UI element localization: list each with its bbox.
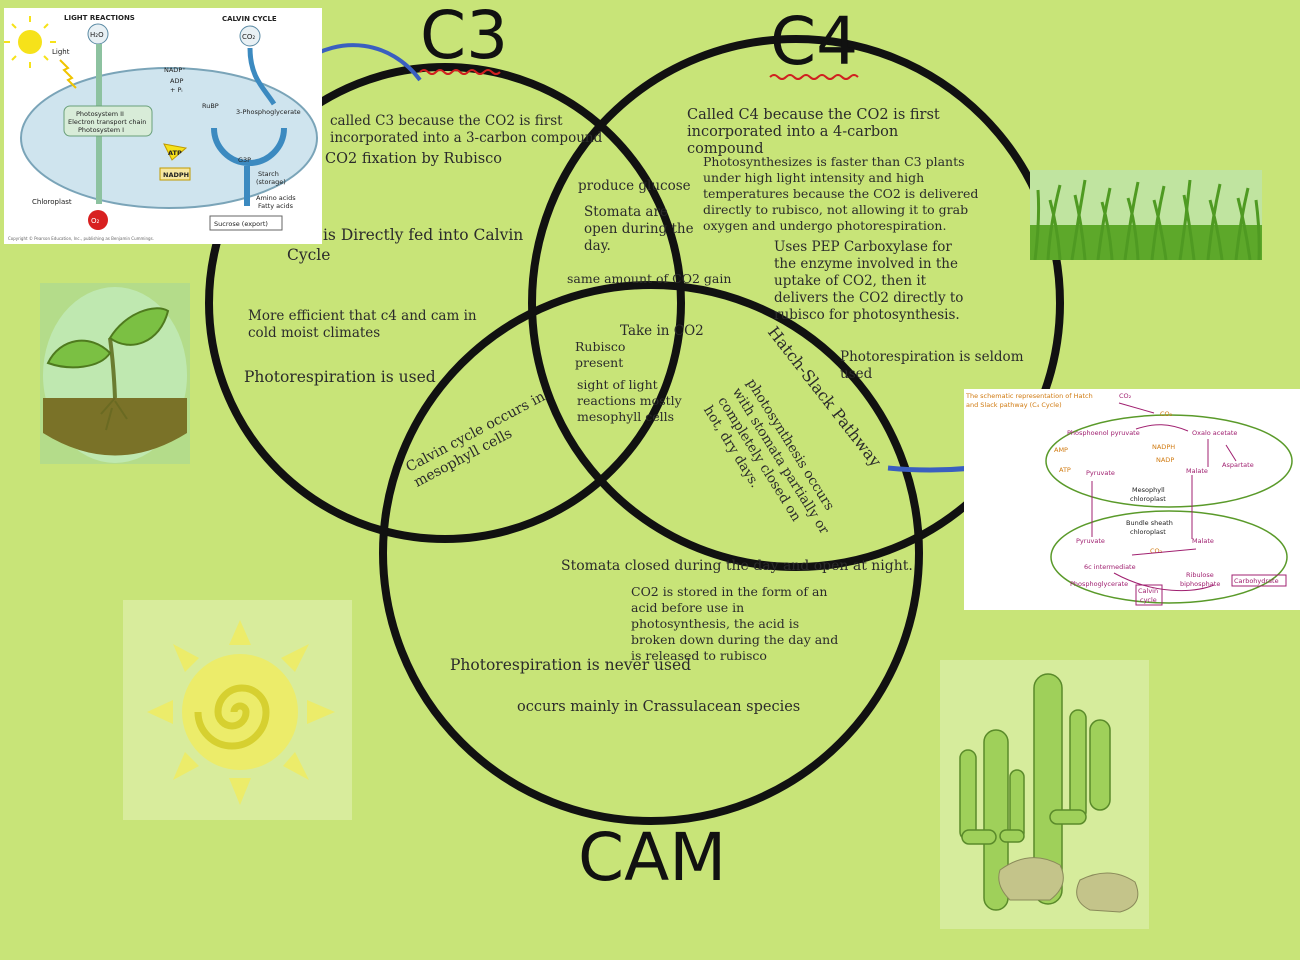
- leaf-right-icon: [108, 307, 170, 346]
- rock-left: [998, 857, 1064, 901]
- svg-text:NADPH: NADPH: [163, 171, 189, 179]
- c3c4-note-co2gain: same amount of CO2 gain: [567, 271, 732, 286]
- title-cam: CAM: [578, 819, 727, 896]
- c3-note-efficient: More efficient that c4 and cam in cold m…: [248, 308, 477, 341]
- svg-text:Malate: Malate: [1192, 537, 1214, 545]
- cactus-image: [940, 660, 1149, 929]
- svg-text:Bundle sheath: Bundle sheath: [1126, 519, 1173, 527]
- svg-text:Aspartate: Aspartate: [1222, 461, 1254, 469]
- cam-note-stomata: Stomata closed during the day and open a…: [561, 558, 913, 574]
- lbl-light-reactions: LIGHT REACTIONS: [64, 14, 135, 22]
- c4-note-name: Called C4 because the CO2 is first incor…: [687, 107, 940, 157]
- svg-text:3-Phosphoglycerate: 3-Phosphoglycerate: [236, 108, 301, 116]
- svg-text:NADP: NADP: [1156, 456, 1174, 464]
- c4-circle: [528, 35, 1064, 571]
- svg-text:Phosphoenol pyruvate: Phosphoenol pyruvate: [1067, 429, 1140, 437]
- svg-text:O₂: O₂: [91, 217, 100, 225]
- svg-text:Photosystem I: Photosystem I: [78, 126, 124, 134]
- svg-text:cycle: cycle: [1140, 596, 1157, 604]
- c4-squiggle: [769, 74, 859, 80]
- cam-note-photoresp: Photorespiration is never used: [450, 656, 692, 674]
- svg-text:ADP: ADP: [170, 77, 183, 85]
- c3-circle: [205, 63, 685, 543]
- svg-text:ATP: ATP: [168, 149, 182, 157]
- c3-note-calvin: Co2 is Directly fed into Calvin Cycle: [287, 226, 524, 264]
- cam-circle: [379, 281, 923, 825]
- svg-text:Calvin: Calvin: [1138, 587, 1158, 595]
- leaf-left-icon: [46, 339, 112, 369]
- svg-text:Malate: Malate: [1186, 467, 1208, 475]
- svg-text:Electron transport chain: Electron transport chain: [68, 118, 146, 126]
- all-note-take: Take in CO2: [620, 323, 704, 339]
- svg-text:Fatty acids: Fatty acids: [258, 202, 294, 210]
- svg-text:Starch: Starch: [258, 170, 279, 178]
- svg-text:and Slack pathway (C₄ Cycle): and Slack pathway (C₄ Cycle): [966, 401, 1062, 409]
- grass-image: [1030, 170, 1262, 261]
- svg-text:NADP⁺: NADP⁺: [164, 66, 186, 74]
- cam-note-acid: CO2 is stored in the form of an acid bef…: [631, 584, 839, 663]
- svg-text:Copyright © Pearson Education,: Copyright © Pearson Education, Inc., pub…: [8, 236, 154, 241]
- svg-text:Mesophyll: Mesophyll: [1132, 486, 1165, 494]
- c3c4-note-stomata: Stomata are open during the day.: [584, 204, 694, 254]
- c4-note-faster: Photosynthesizes is faster than C3 plant…: [703, 154, 979, 233]
- svg-text:Chloroplast: Chloroplast: [32, 198, 72, 206]
- svg-text:The schematic representation o: The schematic representation of Hatch: [965, 392, 1093, 400]
- svg-text:biphosphate: biphosphate: [1180, 580, 1220, 588]
- sun-icon: [18, 30, 42, 54]
- svg-text:NADPH: NADPH: [1152, 443, 1175, 451]
- title-c3: C3: [420, 0, 509, 74]
- svg-text:(storage): (storage): [256, 178, 286, 186]
- title-c4: C4: [770, 3, 859, 80]
- svg-text:H₂O: H₂O: [90, 31, 104, 39]
- cam-note-species: occurs mainly in Crassulacean species: [517, 699, 801, 715]
- svg-text:Amino acids: Amino acids: [256, 194, 296, 202]
- svg-text:Sucrose (export): Sucrose (export): [214, 220, 268, 228]
- c3-squiggle: [419, 69, 501, 75]
- svg-text:Ribulose: Ribulose: [1186, 571, 1214, 579]
- svg-text:Phosphoglycerate: Phosphoglycerate: [1070, 580, 1128, 588]
- svg-text:Oxalo acetate: Oxalo acetate: [1192, 429, 1237, 437]
- svg-text:CO₂: CO₂: [242, 33, 255, 41]
- c4-note-pep: Uses PEP Carboxylase for the enzyme invo…: [774, 239, 964, 323]
- sprout-image: [40, 283, 190, 464]
- rock-right: [1076, 872, 1139, 913]
- c3-note-photoresp: Photorespiration is used: [244, 368, 436, 386]
- hatch-slack-diagram: The schematic representation of Hatch an…: [964, 389, 1300, 610]
- svg-text:Light: Light: [52, 48, 70, 56]
- svg-text:chloroplast: chloroplast: [1130, 495, 1166, 503]
- c3-note-name: called C3 because the CO2 is first incor…: [330, 113, 603, 146]
- svg-text:ATP: ATP: [1059, 466, 1071, 474]
- svg-text:chloroplast: chloroplast: [1130, 528, 1166, 536]
- sun-spiral-icon: [194, 684, 270, 750]
- c3-note-fixation: CO2 fixation by Rubisco: [325, 151, 503, 167]
- all-note-rubisco: Rubisco present: [575, 339, 626, 370]
- svg-text:CO₂: CO₂: [1160, 410, 1173, 418]
- c3c4-note-glucose: produce glucose: [578, 178, 691, 194]
- svg-text:6c intermediate: 6c intermediate: [1084, 563, 1136, 571]
- svg-text:AMP: AMP: [1054, 446, 1068, 454]
- svg-text:Pyruvate: Pyruvate: [1086, 469, 1115, 477]
- svg-text:Carbohydrate: Carbohydrate: [1234, 577, 1279, 585]
- svg-text:+ Pᵢ: + Pᵢ: [170, 86, 183, 94]
- svg-text:Pyruvate: Pyruvate: [1076, 537, 1105, 545]
- svg-text:G3P: G3P: [238, 156, 251, 164]
- o2-bubble: [88, 210, 108, 230]
- all-note-light: sight of light reactions mostly mesophyl…: [577, 377, 682, 424]
- svg-text:Photosystem II: Photosystem II: [76, 110, 124, 118]
- c4-note-photoresp: Photorespiration is seldom used: [840, 349, 1024, 382]
- svg-text:CO₂: CO₂: [1119, 392, 1132, 400]
- lbl-calvin-cycle: CALVIN CYCLE: [222, 15, 277, 23]
- sun-image: [123, 600, 352, 820]
- svg-text:RuBP: RuBP: [202, 102, 219, 110]
- svg-text:CO₂: CO₂: [1150, 547, 1163, 555]
- calvin-cycle-diagram: LIGHT REACTIONS CALVIN CYCLE H₂O CO₂ Lig…: [4, 8, 322, 244]
